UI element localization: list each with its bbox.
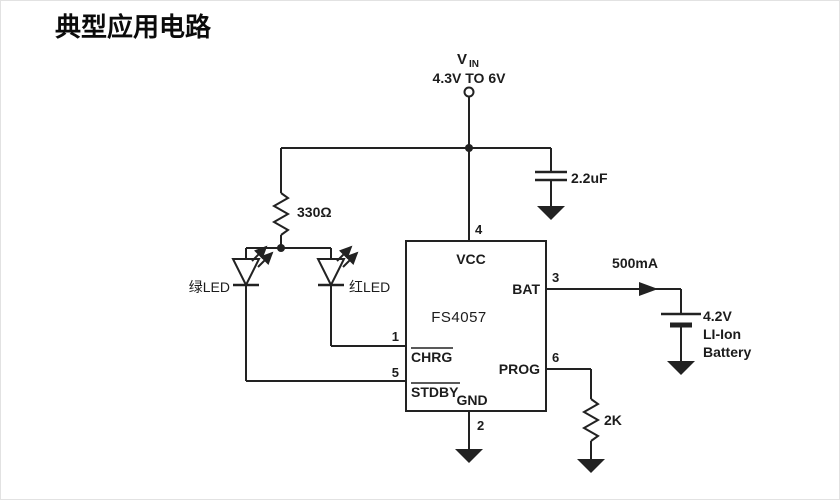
battery-name-label: Battery xyxy=(703,344,751,360)
ground-symbol xyxy=(577,459,605,473)
led-emission-arrow xyxy=(257,251,274,268)
ic-body xyxy=(405,240,547,412)
led-emission-arrow xyxy=(251,245,268,262)
charge-current-label: 500mA xyxy=(612,255,658,271)
resistor-2k-label: 2K xyxy=(604,412,622,428)
green-led-label: 绿LED xyxy=(189,279,230,295)
ground-symbol xyxy=(455,449,483,463)
pin-gnd-label: GND xyxy=(456,392,487,408)
resistor-2k xyxy=(581,398,601,442)
led-emission-arrow xyxy=(342,251,359,268)
pin-chrg-label: CHRG xyxy=(411,349,452,365)
ic-name: FS4057 xyxy=(431,309,487,326)
pin-4-number: 4 xyxy=(475,222,483,237)
red-led xyxy=(316,258,346,288)
ground-symbol xyxy=(537,206,565,220)
led-emission-arrow xyxy=(336,245,353,262)
pin-vcc-label: VCC xyxy=(456,251,486,267)
pin-bat-label: BAT xyxy=(512,281,540,297)
pin-5-number: 5 xyxy=(392,365,399,380)
vin-terminal xyxy=(463,86,475,98)
red-led-label: 红LED xyxy=(349,279,390,295)
vin-subscript: IN xyxy=(469,59,479,70)
pin-1-number: 1 xyxy=(392,329,399,344)
battery-voltage-label: 4.2V xyxy=(703,308,732,324)
battery-chemistry-label: LI-Ion xyxy=(703,326,741,342)
pin-stdby-label: STDBY xyxy=(411,384,459,400)
pin-3-number: 3 xyxy=(552,270,559,285)
green-led xyxy=(231,258,261,288)
resistor-330-label: 330Ω xyxy=(297,204,332,220)
vin-label: V xyxy=(457,51,467,68)
current-arrow xyxy=(639,282,658,296)
pin-6-number: 6 xyxy=(552,350,559,365)
page-title: 典型应用电路 xyxy=(55,12,212,42)
ground-symbol xyxy=(667,361,695,375)
pin-prog-label: PROG xyxy=(499,361,540,377)
junction-dot xyxy=(465,144,473,152)
vin-range-label: 4.3V TO 6V xyxy=(433,70,507,86)
resistor-330 xyxy=(271,192,291,236)
pin-2-number: 2 xyxy=(477,418,484,433)
capacitor-label: 2.2uF xyxy=(571,170,608,186)
